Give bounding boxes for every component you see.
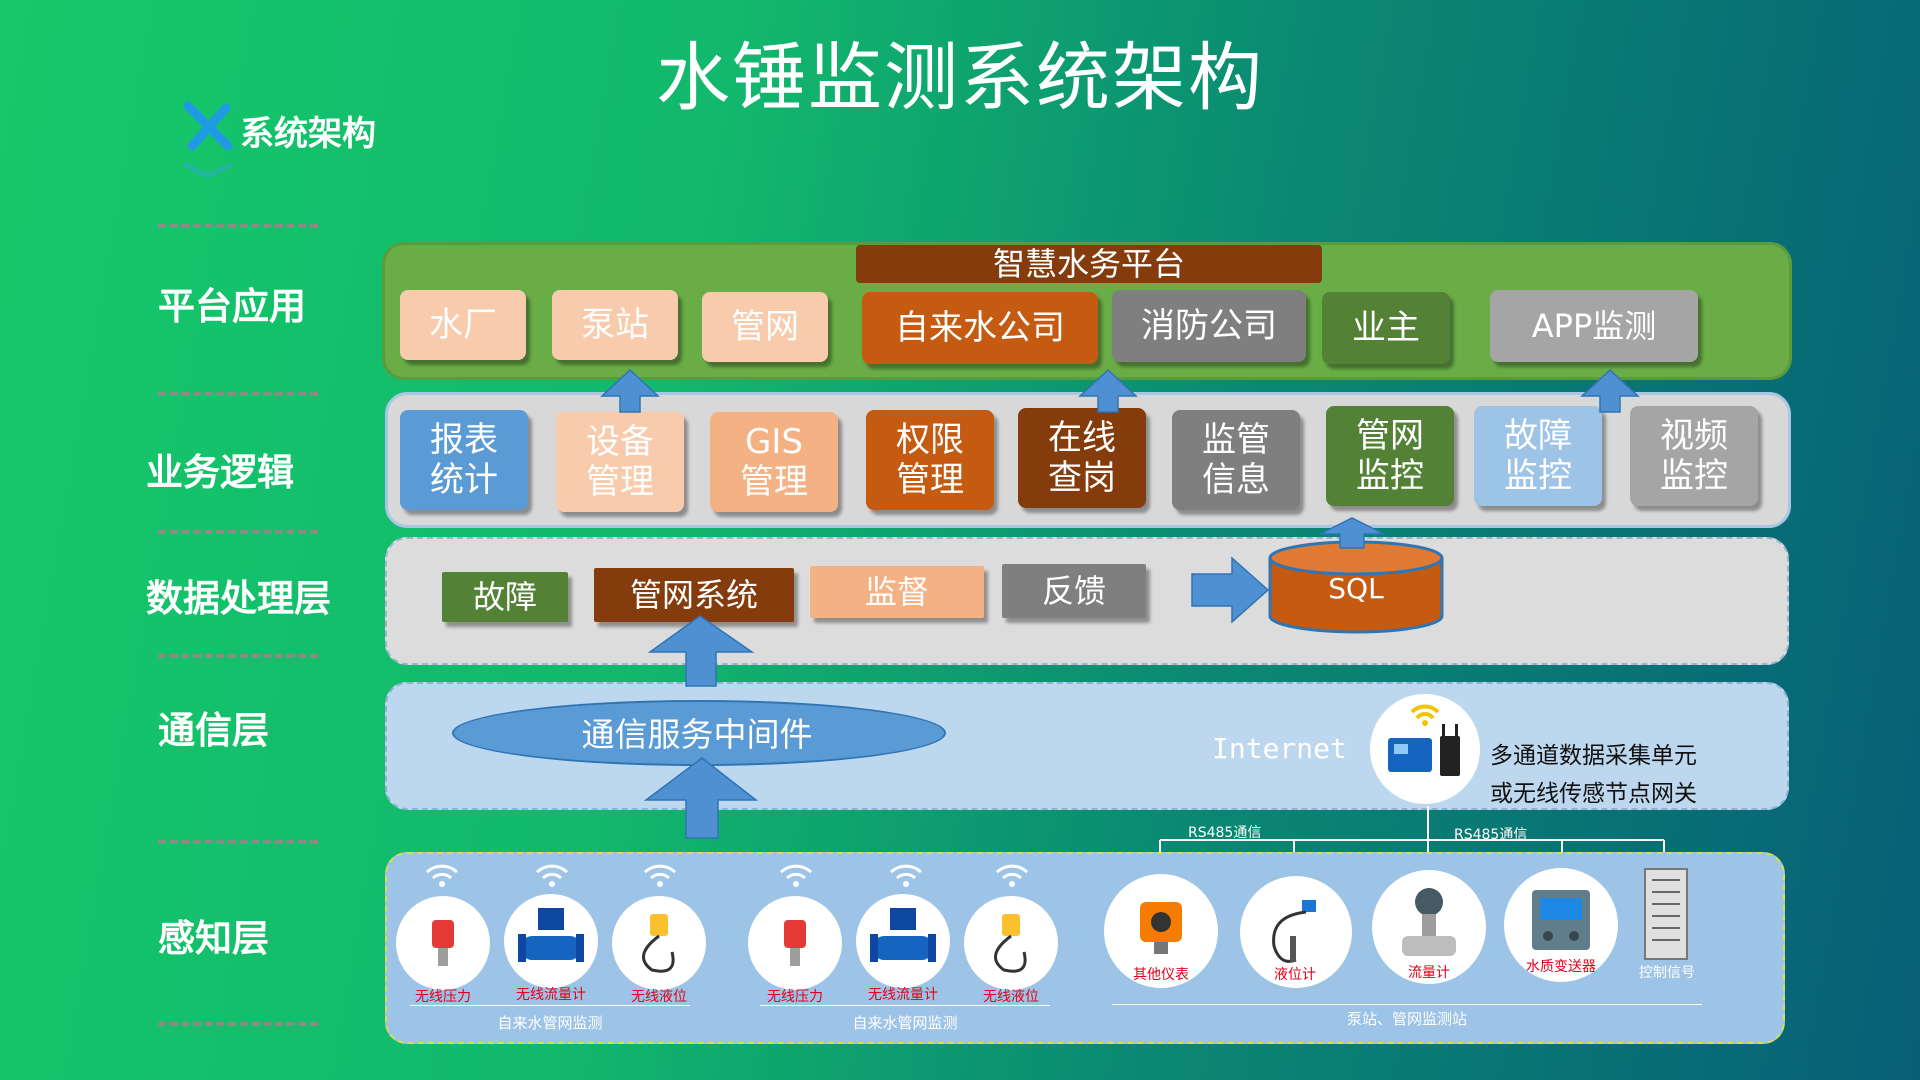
middleware-label: 通信服务中间件 <box>581 715 813 754</box>
gateway-label-line2: 或无线传感节点网关 <box>1490 781 1697 807</box>
level-gauge-icon <box>1240 876 1352 988</box>
platform-item-owner[interactable]: 业主 <box>1322 292 1450 364</box>
layer-label-business: 业务逻辑 <box>146 451 294 494</box>
divider <box>158 530 318 534</box>
pressure-sensor-icon <box>748 896 842 990</box>
flowmeter-icon <box>856 894 950 988</box>
level-sensor-icon <box>612 896 706 990</box>
sensor-label: 无线液位 <box>631 989 687 1005</box>
flowmeter-icon <box>504 894 598 988</box>
gateway-device-icon <box>1370 694 1480 804</box>
wifi-icon <box>778 860 814 892</box>
station-item-label: 流量计 <box>1408 965 1450 981</box>
platform-item-fire-company[interactable]: 消防公司 <box>1112 290 1306 362</box>
internet-label: Internet <box>1212 732 1347 765</box>
business-item-gis[interactable]: GIS 管理 <box>710 412 838 512</box>
sql-database-icon[interactable] <box>1268 540 1444 634</box>
arrow-up-icon <box>643 757 759 839</box>
wifi-icon <box>994 860 1030 892</box>
divider <box>1112 1004 1702 1005</box>
arrow-up-icon <box>647 615 755 687</box>
platform-item-water-plant[interactable]: 水厂 <box>400 290 526 360</box>
sql-label: SQL <box>1328 572 1384 605</box>
business-item-report[interactable]: 报表 统计 <box>400 410 528 510</box>
business-item-device[interactable]: 设备 管理 <box>556 412 684 512</box>
platform-item-water-company[interactable]: 自来水公司 <box>862 292 1098 364</box>
divider <box>158 840 318 844</box>
arrow-up-icon <box>600 368 660 413</box>
data-item-network-system[interactable]: 管网系统 <box>594 568 794 622</box>
page-title: 水锤监测系统架构 <box>656 35 1264 121</box>
rs485-label-right: RS485通信 <box>1454 827 1528 843</box>
instrument-icon <box>1104 874 1218 988</box>
divider <box>410 1005 690 1006</box>
platform-item-pipe-network[interactable]: 管网 <box>702 292 828 362</box>
wifi-icon <box>888 860 924 892</box>
arrow-up-icon <box>1078 368 1138 413</box>
sensor-label: 无线流量计 <box>516 987 586 1003</box>
sensor-label: 无线流量计 <box>868 987 938 1003</box>
tools-icon <box>182 100 234 180</box>
layer-label-comm: 通信层 <box>158 709 269 752</box>
flowmeter-station-icon <box>1372 870 1486 984</box>
data-item-supervise[interactable]: 监督 <box>810 566 984 618</box>
gateway-label-line1: 多通道数据采集单元 <box>1490 743 1697 769</box>
platform-header: 智慧水务平台 <box>856 245 1322 283</box>
water-quality-transmitter-icon <box>1504 868 1618 982</box>
data-item-feedback[interactable]: 反馈 <box>1002 564 1146 618</box>
sensor-label: 无线压力 <box>415 989 471 1005</box>
station-item-label: 水质变送器 <box>1526 959 1596 975</box>
layer-label-sense: 感知层 <box>158 917 269 960</box>
layer-label-data: 数据处理层 <box>146 577 331 620</box>
rs485-label-left: RS485通信 <box>1188 825 1262 841</box>
divider <box>158 224 318 228</box>
sensor-label: 无线液位 <box>983 989 1039 1005</box>
business-item-permission[interactable]: 权限 管理 <box>866 410 994 510</box>
wifi-icon <box>534 860 570 892</box>
business-item-fault-monitor[interactable]: 故障 监控 <box>1474 406 1602 506</box>
arrow-right-icon <box>1191 556 1270 624</box>
pressure-sensor-icon <box>396 896 490 990</box>
layer-label-platform: 平台应用 <box>158 285 306 328</box>
station-item-label: 液位计 <box>1274 967 1316 983</box>
arrow-up-icon <box>1580 368 1640 413</box>
logo-label: 系统架构 <box>240 114 376 154</box>
business-item-video-monitor[interactable]: 视频 监控 <box>1630 406 1758 506</box>
business-item-online-check[interactable]: 在线 查岗 <box>1018 408 1146 508</box>
business-item-network-monitor[interactable]: 管网 监控 <box>1326 406 1454 506</box>
wifi-icon <box>642 860 678 892</box>
middleware-ellipse[interactable] <box>452 700 946 766</box>
station-item-label: 控制信号 <box>1639 965 1695 981</box>
divider <box>158 392 318 396</box>
group-label-1: 自来水管网监测 <box>497 1014 603 1032</box>
divider <box>760 1005 1050 1006</box>
divider <box>158 654 318 658</box>
data-item-fault[interactable]: 故障 <box>442 572 568 622</box>
level-sensor-icon <box>964 896 1058 990</box>
group-label-station: 泵站、管网监测站 <box>1346 1010 1467 1028</box>
control-cabinet-icon <box>1644 868 1688 960</box>
platform-item-pump-station[interactable]: 泵站 <box>552 290 678 360</box>
station-item-label: 其他仪表 <box>1133 967 1189 983</box>
platform-item-app[interactable]: APP监测 <box>1490 290 1698 362</box>
divider <box>158 1022 318 1026</box>
sensor-label: 无线压力 <box>767 989 823 1005</box>
business-item-supervision[interactable]: 监管 信息 <box>1172 410 1300 510</box>
wifi-icon <box>424 860 460 892</box>
arrow-up-icon <box>1319 517 1385 549</box>
group-label-2: 自来水管网监测 <box>852 1014 958 1032</box>
